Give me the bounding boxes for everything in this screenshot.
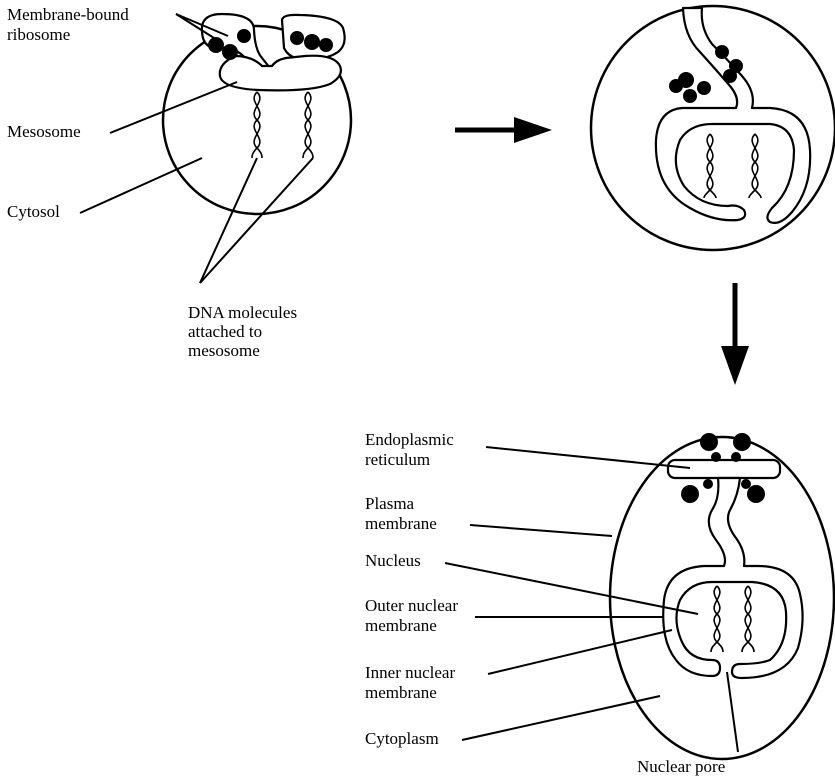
inner-nuclear-membrane-label: Inner nuclear membrane (365, 663, 459, 702)
dna-molecules-label: DNA molecules attached to mesosome (188, 303, 301, 360)
ribosome (747, 485, 765, 503)
dna-helix-right (741, 585, 755, 653)
ribosome (304, 34, 320, 50)
stage-3-cell (608, 433, 835, 761)
cytoplasm-label: Cytoplasm (365, 729, 439, 748)
nuclear-envelope (662, 476, 804, 680)
membrane-bound-ribosome-label: Membrane-bound ribosome (7, 5, 133, 44)
outer-nuclear-membrane-label: Outer nuclear membrane (365, 596, 462, 635)
arrow-right (455, 117, 552, 143)
ribosome (711, 452, 721, 462)
nucleus-leader (444, 562, 699, 615)
stage-2-cell (589, 4, 835, 252)
cytoplasm-leader (461, 695, 661, 741)
ribosome (741, 479, 751, 489)
arrow-down (721, 283, 749, 385)
inner-nuclear-membrane-leader (487, 629, 673, 675)
mesosome-label: Mesosome (7, 122, 81, 141)
nucleus-label: Nucleus (365, 551, 421, 570)
ribosome (208, 37, 224, 53)
dna-helix-left (710, 585, 724, 653)
ribosome (715, 45, 729, 59)
ribosome (723, 69, 737, 83)
cytosol-leader (79, 157, 203, 214)
dna-helix-left (703, 133, 717, 199)
dna-helix-right (748, 133, 762, 199)
stage-1-cell (161, 12, 353, 216)
ribosome (290, 31, 304, 45)
stage-3-plasma-membrane (608, 435, 835, 761)
ribosome (703, 479, 713, 489)
ribosome-leader-2 (175, 13, 229, 37)
cytosol-label: Cytosol (7, 202, 60, 221)
stage-2-plasma-membrane (589, 4, 835, 252)
ribosome (731, 452, 741, 462)
endoplasmic-reticulum-leader (485, 446, 691, 469)
endoplasmic-reticulum (666, 458, 782, 480)
dna-helix-right (302, 91, 314, 159)
endoplasmic-reticulum-label: Endoplasmic reticulum (365, 430, 458, 469)
ribosome (683, 89, 697, 103)
ribosome (237, 29, 251, 43)
stage-2-membrane-channel (654, 6, 812, 224)
ribosome-leader-1 (175, 13, 215, 39)
mesosome-leader (109, 81, 238, 134)
ribosome (700, 433, 718, 451)
ribosome (697, 81, 711, 95)
ribosome (678, 72, 694, 88)
plasma-membrane-leader (469, 524, 613, 537)
mesosome (218, 54, 342, 92)
ribosome (319, 38, 333, 52)
ribosome (681, 485, 699, 503)
ribosome (733, 433, 751, 451)
plasma-membrane-label: Plasma membrane (365, 494, 437, 533)
nuclear-pore-leader (726, 671, 739, 753)
nuclear-pore-label: Nuclear pore (637, 757, 725, 776)
dna-leader-right (199, 157, 314, 284)
dna-helix-left (251, 91, 263, 159)
ribosome (222, 44, 238, 60)
dna-leader-left (199, 157, 258, 284)
